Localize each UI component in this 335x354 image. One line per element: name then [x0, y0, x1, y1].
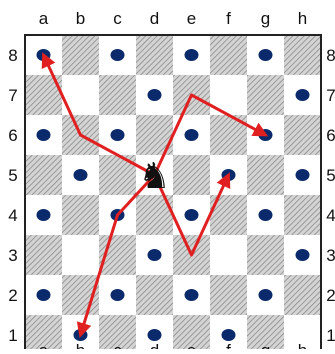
file-label-bottom-g: g [261, 341, 270, 349]
knight-piece: ♞ [138, 156, 170, 197]
file-label-top-b: b [76, 9, 85, 28]
rank-label-right-1: 1 [326, 326, 335, 345]
dot-e4 [184, 209, 199, 221]
square-h8 [284, 35, 321, 75]
square-h1 [284, 315, 321, 354]
dot-e2 [184, 289, 199, 301]
rank-label-left-7: 7 [8, 86, 17, 105]
file-label-bottom-e: e [187, 341, 196, 349]
square-c1 [99, 315, 136, 354]
rank-labels-left: 8 7 6 5 4 3 2 1 [8, 46, 17, 345]
dot-b5 [73, 169, 88, 181]
squares-layer [25, 35, 321, 354]
square-a3 [25, 235, 62, 275]
dot-a4 [36, 209, 51, 221]
file-label-top-d: d [150, 9, 159, 28]
file-label-top-e: e [187, 9, 196, 28]
file-label-top-h: h [298, 9, 307, 28]
rank-label-left-4: 4 [8, 206, 17, 225]
dot-d3 [147, 249, 162, 261]
dot-g4 [258, 209, 273, 221]
rank-label-left-6: 6 [8, 126, 17, 145]
dot-g8 [258, 49, 273, 61]
square-a5 [25, 155, 62, 195]
square-c7 [99, 75, 136, 115]
rank-label-left-5: 5 [8, 166, 17, 185]
file-label-top-c: c [113, 9, 122, 28]
move-arrow-f5 [153, 172, 231, 257]
dot-c6 [110, 129, 125, 141]
square-f8 [210, 35, 247, 75]
rank-labels-right: 8 7 6 5 4 3 2 1 [326, 46, 335, 345]
rank-label-right-3: 3 [326, 246, 335, 265]
square-g3 [247, 235, 284, 275]
square-h2 [284, 275, 321, 315]
file-label-bottom-f: f [226, 341, 231, 349]
square-f3 [210, 235, 247, 275]
file-label-bottom-d: d [150, 341, 159, 349]
rank-label-right-8: 8 [326, 46, 335, 65]
rank-label-right-7: 7 [326, 86, 335, 105]
dot-f1 [221, 329, 236, 341]
dot-h7 [295, 89, 310, 101]
file-label-top-g: g [261, 9, 270, 28]
rank-label-left-3: 3 [8, 246, 17, 265]
rank-label-right-6: 6 [326, 126, 335, 145]
file-label-bottom-c: c [113, 341, 122, 349]
square-b4 [62, 195, 99, 235]
dot-a6 [36, 129, 51, 141]
square-d8 [136, 35, 173, 75]
dot-h3 [295, 249, 310, 261]
file-labels-top: a b c d e f g h [39, 9, 307, 28]
rank-label-left-1: 1 [8, 326, 17, 345]
square-h4 [284, 195, 321, 235]
file-labels-bottom: a b c d e f g h [39, 341, 307, 354]
file-label-top-f: f [226, 9, 231, 28]
dot-e8 [184, 49, 199, 61]
square-g7 [247, 75, 284, 115]
dot-g2 [258, 289, 273, 301]
square-a1 [25, 315, 62, 354]
square-b3 [62, 235, 99, 275]
move-arrow-b1 [76, 173, 156, 338]
move-arrow-a8 [41, 52, 156, 177]
square-h6 [284, 115, 321, 155]
rank-label-right-2: 2 [326, 286, 335, 305]
dot-h5 [295, 169, 310, 181]
square-f2 [210, 275, 247, 315]
square-e1 [173, 315, 210, 354]
file-label-bottom-b: b [76, 341, 85, 349]
dot-d7 [147, 89, 162, 101]
dot-d1 [147, 329, 162, 341]
board-border [24, 34, 322, 354]
dot-c8 [110, 49, 125, 61]
square-b8 [62, 35, 99, 75]
rank-label-right-5: 5 [326, 166, 335, 185]
rank-label-left-2: 2 [8, 286, 17, 305]
file-label-bottom-a: a [39, 341, 49, 349]
file-label-bottom-h: h [298, 341, 307, 349]
arrows-layer [41, 52, 269, 338]
dot-e6 [184, 129, 199, 141]
square-g5 [247, 155, 284, 195]
file-label-top-a: a [39, 9, 49, 28]
dot-c2 [110, 289, 125, 301]
rank-label-right-4: 4 [326, 206, 335, 225]
square-e5 [173, 155, 210, 195]
square-g1 [247, 315, 284, 354]
rank-label-left-8: 8 [8, 46, 17, 65]
move-arrow-g6 [153, 93, 269, 176]
square-d2 [136, 275, 173, 315]
dot-a2 [36, 289, 51, 301]
